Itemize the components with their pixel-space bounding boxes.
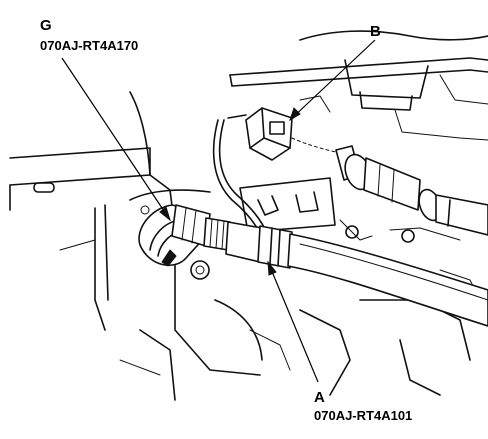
arrowhead-b	[289, 107, 301, 122]
fitting-g	[138, 204, 211, 267]
left-frame-panel	[9, 91, 176, 331]
frame-slot	[33, 182, 55, 193]
leader-b	[289, 39, 376, 121]
callout-a-letter: A	[314, 389, 325, 406]
bolt-head	[190, 260, 210, 280]
callout-g-part-number: 070AJ-RT4A170	[40, 38, 138, 53]
callout-g-letter: G	[40, 17, 52, 34]
hose-a	[225, 221, 488, 327]
bolt-head	[401, 229, 415, 243]
bolt-head	[345, 225, 359, 239]
callout-b-letter: B	[370, 23, 381, 40]
leader-g	[61, 57, 171, 221]
arrowhead-a	[267, 260, 277, 276]
connector-b	[245, 107, 337, 161]
arrowhead-g	[159, 206, 171, 222]
upper-bracket-structure	[229, 30, 488, 141]
callout-a-part-number: 070AJ-RT4A101	[314, 408, 412, 423]
right-hose-fitting	[335, 145, 488, 236]
leader-a	[267, 261, 319, 383]
center-bracket	[239, 177, 336, 233]
